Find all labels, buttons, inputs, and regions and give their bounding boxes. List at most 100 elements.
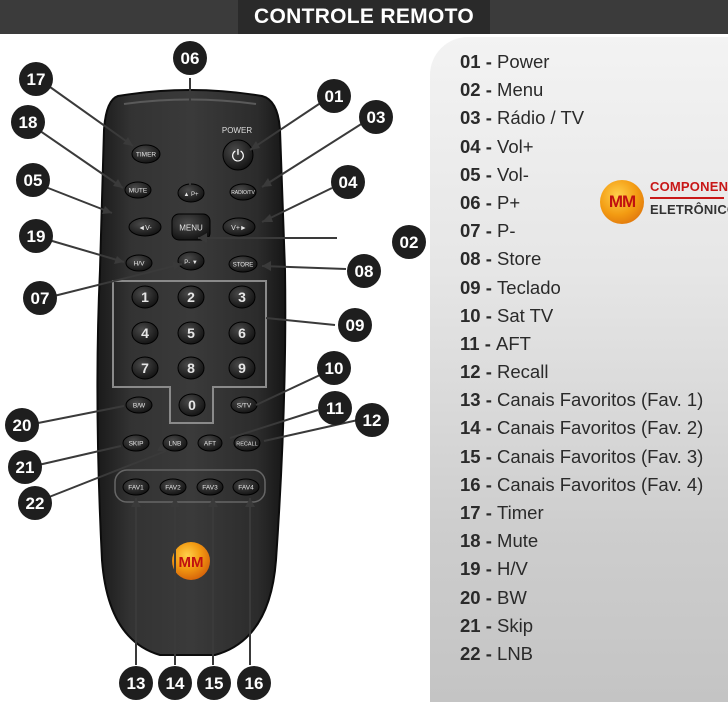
legend-item: 07 - P-: [460, 217, 703, 245]
callout-15: 15: [197, 666, 231, 700]
digit-button[interactable]: 6: [228, 321, 256, 345]
bw-button[interactable]: B/W: [125, 396, 153, 414]
callout-number: 02: [400, 233, 419, 252]
legend-separator: -: [479, 332, 497, 354]
legend-item: 13 - Canais Favoritos (Fav. 1): [460, 386, 703, 414]
legend-label: Skip: [497, 614, 534, 636]
digit-label: 6: [238, 325, 246, 341]
aft-button[interactable]: AFT: [197, 434, 223, 452]
p-minus-button-label: P- ▼: [184, 260, 198, 266]
legend-separator: -: [480, 473, 498, 495]
fav3-button[interactable]: FAV3: [196, 478, 224, 496]
legend-separator: -: [480, 586, 498, 608]
p-minus-button[interactable]: P- ▼: [177, 251, 205, 271]
header-title-tab: [238, 0, 490, 34]
callout-number: 11: [326, 399, 344, 418]
legend-separator: -: [480, 163, 498, 185]
legend-separator: -: [480, 445, 498, 467]
digit-label: 4: [141, 325, 149, 341]
callout-04: 04: [331, 165, 365, 199]
digit-button[interactable]: 9: [228, 356, 256, 380]
sat-tv-button[interactable]: S/TV: [230, 396, 258, 414]
radio-tv-button-label: RADIO/TV: [231, 190, 255, 196]
legend-number: 13: [460, 389, 481, 411]
skip-button-label: SKIP: [129, 441, 144, 448]
mute-button-label: MUTE: [129, 188, 148, 195]
digit-label: 7: [141, 360, 149, 376]
digit-label: 1: [141, 289, 149, 305]
digit-button[interactable]: 5: [177, 321, 205, 345]
fav4-button[interactable]: FAV4: [232, 478, 260, 496]
callout-16: 16: [237, 666, 271, 700]
skip-button[interactable]: SKIP: [122, 434, 150, 452]
digit-button[interactable]: 1: [131, 285, 159, 309]
callout-number: 10: [325, 359, 344, 378]
header-bar: CONTROLE REMOTO: [0, 0, 728, 34]
p-plus-button[interactable]: ▲ P+: [177, 183, 205, 203]
legend-number: 17: [460, 502, 481, 523]
legend-list: 01 - Power 02 - Menu 03 - Rádio / TV 04 …: [460, 48, 703, 668]
timer-button[interactable]: TIMER: [131, 144, 161, 164]
menu-button[interactable]: MENU: [171, 213, 211, 241]
callout-number: 20: [13, 416, 32, 435]
legend-item: 16 - Canais Favoritos (Fav. 4): [460, 471, 703, 499]
legend-number: 06: [460, 191, 481, 213]
callout-03: 03: [359, 100, 393, 134]
fav2-button[interactable]: FAV2: [159, 478, 187, 496]
legend-item: 09 - Teclado: [460, 274, 703, 302]
legend-item: 08 - Store: [460, 245, 703, 273]
fav1-button-label: FAV1: [128, 485, 144, 492]
callout-number: 07: [31, 289, 50, 308]
callout-08: 08: [347, 254, 381, 288]
vol-minus-button[interactable]: ◄V-: [128, 217, 162, 237]
legend-separator: -: [480, 107, 498, 129]
legend-item: 18 - Mute: [460, 527, 703, 555]
digit-label: 0: [188, 397, 196, 413]
legend-separator: -: [480, 79, 498, 101]
store-button[interactable]: STORE: [228, 255, 258, 273]
legend-item: 20 - BW: [460, 584, 703, 612]
legend-number: 20: [460, 586, 481, 608]
legend-label: AFT: [496, 332, 531, 354]
legend-number: 02: [460, 79, 481, 101]
callout-number: 21: [16, 458, 35, 477]
bw-button-label: B/W: [133, 403, 146, 410]
legend-separator: -: [480, 417, 498, 439]
legend-number: 10: [460, 304, 481, 326]
legend-item: 14 - Canais Favoritos (Fav. 2): [460, 414, 703, 442]
power-button[interactable]: ⏻: [222, 139, 254, 171]
callout-10: 10: [317, 351, 351, 385]
legend-label: Timer: [497, 502, 544, 523]
legend-number: 22: [460, 642, 481, 664]
legend-item: 04 - Vol+: [460, 133, 703, 161]
recall-button[interactable]: RECALL: [233, 434, 261, 452]
digit-button[interactable]: 0: [178, 393, 206, 417]
callout-21: 21: [8, 450, 42, 484]
legend-label: Canais Favoritos (Fav. 1): [497, 389, 704, 411]
callout-09: 09: [338, 308, 372, 342]
fav1-button[interactable]: FAV1: [122, 478, 150, 496]
digit-button[interactable]: 8: [177, 356, 205, 380]
callout-22: 22: [18, 486, 52, 520]
callout-number: 04: [339, 173, 358, 192]
digit-button[interactable]: 2: [177, 285, 205, 309]
vol-plus-button[interactable]: V+►: [222, 217, 256, 237]
callout-number: 18: [19, 113, 38, 132]
callout-number: 05: [24, 171, 43, 190]
digit-button[interactable]: 3: [228, 285, 256, 309]
vol-minus-button-label: ◄V-: [138, 225, 152, 232]
legend-item: 11 - AFT: [460, 330, 703, 358]
legend-number: 12: [460, 361, 481, 383]
legend-item: 17 - Timer: [460, 499, 703, 527]
mute-button[interactable]: MUTE: [124, 181, 152, 199]
callout-20: 20: [5, 408, 39, 442]
digit-button[interactable]: 7: [131, 356, 159, 380]
digit-button[interactable]: 4: [131, 321, 159, 345]
hv-button-label: H/V: [134, 261, 146, 268]
callout-12: 12: [355, 403, 389, 437]
lnb-button[interactable]: LNB: [162, 434, 188, 452]
radio-tv-button[interactable]: RADIO/TV: [229, 183, 257, 201]
power-icon: ⏻: [232, 146, 245, 165]
callout-number: 16: [245, 674, 264, 693]
hv-button[interactable]: H/V: [125, 254, 153, 272]
